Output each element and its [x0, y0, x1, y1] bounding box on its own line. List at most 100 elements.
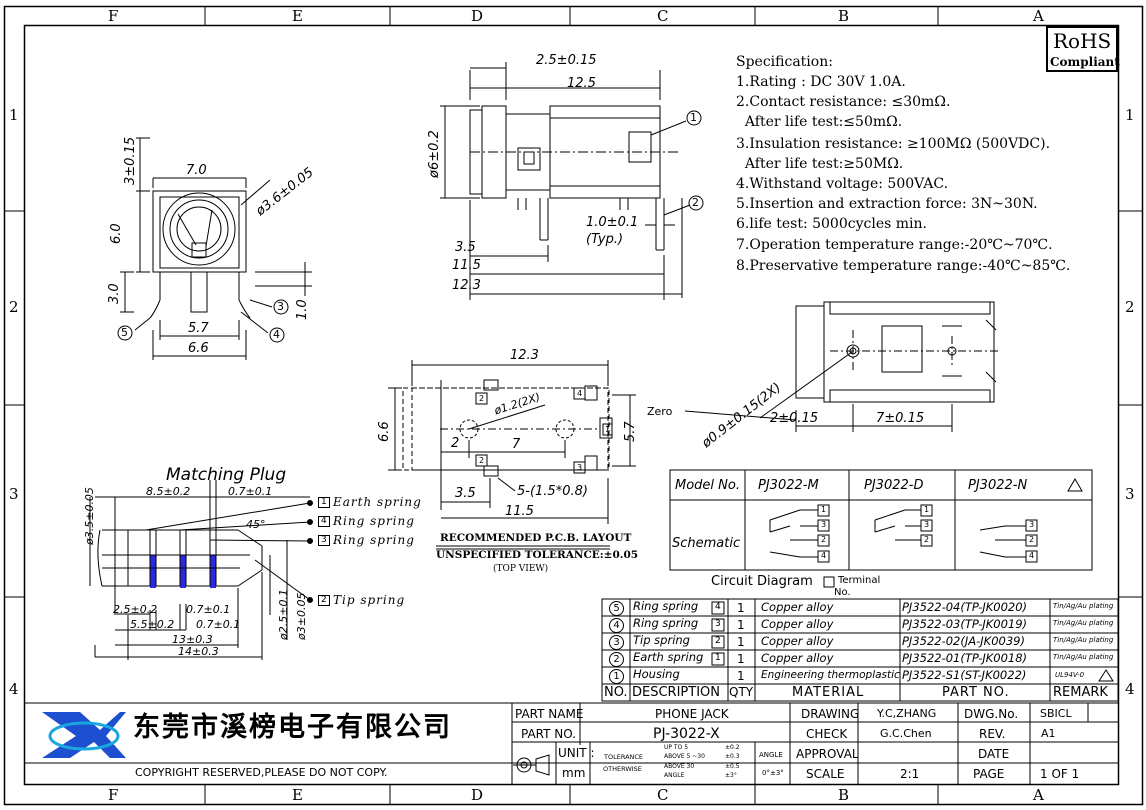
angle-value: 0°±3°: [762, 769, 784, 777]
bom-row-no: 5: [609, 601, 624, 616]
model-header-label: Model No.: [675, 478, 740, 493]
plug-dim-diameter-2-5: ø2.5±0.1: [277, 589, 290, 640]
pcb-pad-2-top: 2: [479, 394, 485, 403]
bom-header-remark: REMARK: [1053, 685, 1108, 700]
bom-header-desc: DESCRIPTION: [632, 685, 720, 700]
pcb-pad-3: 3: [577, 463, 583, 472]
spring-num: 3: [318, 535, 330, 546]
bom-row-box: 3: [715, 619, 721, 629]
scale-label: SCALE: [806, 767, 845, 781]
terminal-no-label: No.: [834, 587, 851, 598]
drawing-label: DRAWING: [801, 707, 860, 721]
dim-6-6: 6.6: [188, 341, 209, 356]
copyright: COPYRIGHT RESERVED,PLEASE DO NOT COPY.: [135, 766, 388, 779]
zone-col-f: F: [108, 7, 119, 25]
pcb-dim-6-6: 6.6: [377, 421, 392, 442]
spec-title: Specification:: [736, 54, 833, 70]
spring-label: Tip spring: [333, 593, 406, 607]
dim-1-0-typ: 1.0±0.1: [586, 215, 639, 230]
spring-label: Earth spring: [333, 495, 422, 509]
unit-label: UNIT :: [558, 746, 595, 760]
dim-3-0: 3.0: [107, 283, 122, 304]
callout-2: 2: [692, 196, 699, 209]
tol-value: ±0.3: [725, 753, 740, 760]
dim-diameter-6: ø6±0.2: [427, 130, 442, 178]
callout-5: 5: [121, 326, 128, 339]
schematic-label: Schematic: [672, 536, 741, 551]
dim-6: 6.0: [109, 223, 124, 244]
logo-mark: [42, 712, 126, 758]
pcb-dim-11-5: 11.5: [505, 504, 534, 519]
pcb-tolerance: UNSPECIFIED TOLERANCE:±0.05: [436, 549, 639, 561]
dim-2-5: 2.5±0.15: [536, 53, 597, 68]
company-name: 东莞市溪榜电子有限公司: [133, 712, 452, 743]
date-label: DATE: [978, 747, 1010, 761]
plug-dim-13: 13±0.3: [172, 633, 213, 646]
bom-row-material: Copper alloy: [761, 600, 834, 614]
part-no-label: PART NO.: [521, 727, 577, 741]
bom-row-box: 4: [715, 602, 721, 612]
check-label: CHECK: [806, 727, 848, 741]
dim-2-bottom: 2±0.15: [770, 411, 819, 426]
m-pin: 1: [821, 505, 827, 514]
bom-row-qty: 1: [737, 669, 745, 683]
zone-row-3: 3: [9, 485, 19, 503]
tolerance-label: TOLERANCE: [604, 753, 644, 761]
dim-12-5: 12.5: [567, 76, 596, 91]
n-pin: 4: [1029, 551, 1035, 560]
bom-row-material: Engineering thermoplastic: [761, 669, 900, 681]
d-pin: 3: [924, 520, 930, 529]
page-label: PAGE: [973, 767, 1005, 781]
plug-dim-45: 45°: [246, 518, 266, 531]
check-value: G.C.Chen: [880, 727, 932, 740]
bom-row-part: PJ3522-S1(ST-JK0022): [902, 668, 1027, 682]
pcb-pad-2-bottom: 2: [479, 456, 485, 465]
bom-row-desc: Ring spring: [633, 599, 699, 613]
unit-value: mm: [562, 766, 586, 780]
pcb-dim-7: 7: [512, 437, 521, 452]
plug-dim-8-5: 8.5±0.2: [146, 485, 191, 498]
zone-col-e: E: [292, 7, 303, 25]
bom-row-desc: Housing: [633, 667, 680, 681]
plug-dim-14: 14±0.3: [178, 645, 219, 658]
scale-value: 2:1: [900, 767, 920, 781]
model-header-n: PJ3022-N: [968, 478, 1028, 493]
spring-label: Ring spring: [333, 533, 415, 547]
dim-3: 3±0.15: [123, 136, 138, 185]
bom-row-no: 2: [609, 652, 624, 667]
spec-line: 5.Insertion and extraction force: 3N~30N…: [736, 196, 1038, 212]
rohs-compliant: Compliant: [1050, 55, 1120, 69]
bom-row-desc: Tip spring: [633, 633, 690, 647]
bom-row-remark: UL94V-0: [1055, 671, 1085, 679]
bom-row-box: 2: [715, 636, 721, 646]
bom-row-part: PJ3522-03(TP-JK0019): [902, 617, 1028, 631]
dim-5-7: 5.7: [188, 321, 209, 336]
dim-11-5: 11.5: [452, 258, 481, 273]
spec-line: 2.Contact resistance: ≤30mΩ.: [736, 94, 951, 110]
callout-3: 3: [277, 300, 284, 313]
bom-row-qty: 1: [737, 601, 745, 615]
pcb-dim-5-7: 5.7: [623, 421, 638, 442]
bom-row-box: 1: [715, 653, 721, 663]
bom-row-remark: Tin/Ag/Au plating: [1053, 653, 1114, 661]
zone-col-a-bottom: A: [1033, 786, 1044, 804]
zone-col-d-bottom: D: [471, 786, 484, 804]
bom-row-qty: 1: [737, 652, 745, 666]
zone-row-3-right: 3: [1125, 485, 1135, 503]
bom-row-part: PJ3522-02(JA-JK0039): [902, 634, 1025, 648]
n-pin: 2: [1029, 535, 1035, 544]
spring-num: 2: [318, 595, 330, 606]
plug-dim-5-5: 5.5±0.2: [130, 618, 175, 631]
spec-line: After life test:≤50mΩ.: [736, 114, 903, 130]
bom-row-material: Copper alloy: [761, 651, 834, 665]
spec-line: 8.Preservative temperature range:-40℃~85…: [736, 258, 1071, 274]
bom-row-material: Copper alloy: [761, 634, 834, 648]
otherwise-label: OTHERWISE: [603, 765, 642, 773]
bom-row-remark: Tin/Ag/Au plating: [1053, 636, 1114, 644]
tol-value: ±3°: [725, 772, 737, 779]
pcb-dim-3-5: 3.5: [455, 486, 476, 501]
zone-col-f-bottom: F: [108, 786, 119, 804]
spec-line: 6.life test: 5000cycles min.: [736, 216, 927, 232]
rohs-badge: RoHS Compliant: [1046, 26, 1120, 72]
